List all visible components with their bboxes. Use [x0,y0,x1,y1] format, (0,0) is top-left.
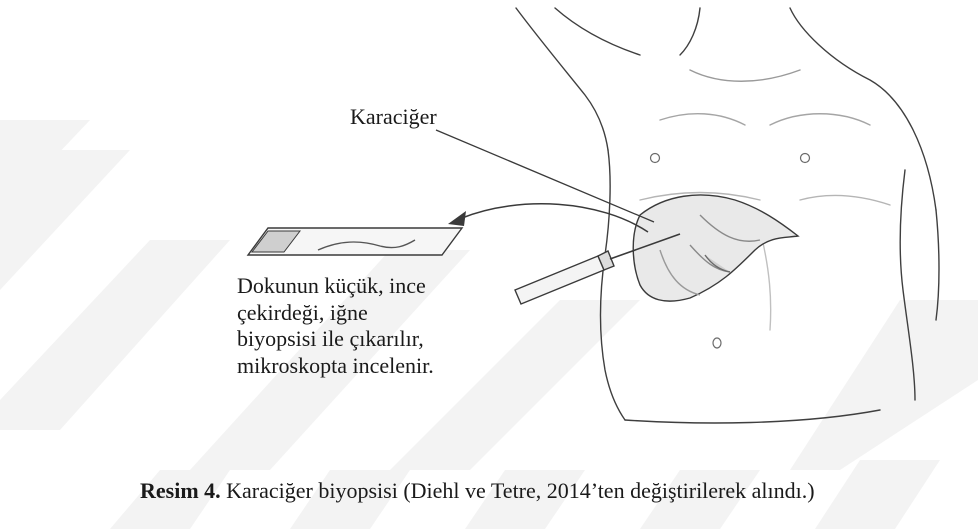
liver-pointer-line [436,130,654,222]
liver [633,195,798,301]
description-line: Dokunun küçük, ince [237,273,507,300]
caption-number: Resim 4. [140,478,221,503]
sample-arrow [448,204,648,232]
description-line: biyopsisi ile çıkarılır, [237,326,507,353]
description-line: çekirdeği, iğne [237,300,507,327]
microscope-slide [248,228,462,255]
nipple-right [801,154,810,163]
navel [713,338,721,348]
figure-caption: Resim 4. Karaciğer biyopsisi (Diehl ve T… [140,478,815,504]
nipple-left [651,154,660,163]
caption-text: Karaciğer biyopsisi (Diehl ve Tetre, 201… [221,478,815,503]
biopsy-description: Dokunun küçük, ince çekirdeği, iğne biyo… [237,273,507,379]
description-line: mikroskopta incelenir. [237,353,507,380]
liver-label: Karaciğer [350,104,437,130]
